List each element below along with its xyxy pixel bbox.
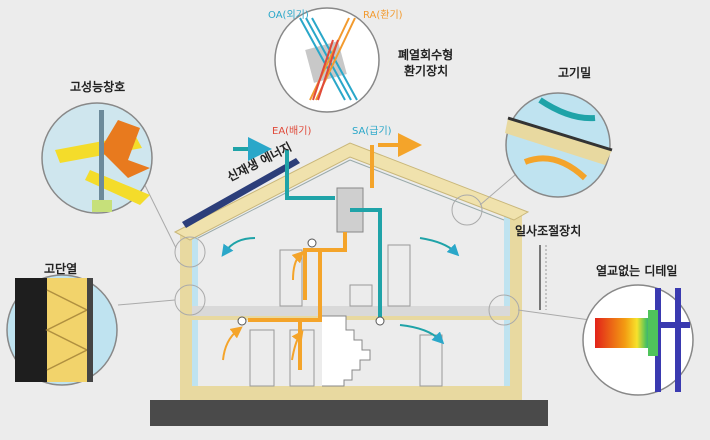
insulation-detail-circle <box>6 274 118 386</box>
label-oa: OA(외기) <box>268 10 309 21</box>
exhaust-duct <box>248 133 422 370</box>
thermal-bridge-detail-circle <box>582 284 694 396</box>
window-detail-circle <box>41 102 153 214</box>
airtight-detail-circle <box>505 92 613 198</box>
label-hrv-line2: 환기장치 <box>404 64 449 78</box>
foundation <box>150 400 548 426</box>
house-body <box>173 142 547 400</box>
label-thermal-bridge: 열교없는 디테일 <box>596 264 678 278</box>
label-hrv-line1: 폐열회수형 <box>398 48 454 62</box>
label-shading: 일사조절장치 <box>515 224 582 238</box>
label-airtight: 고기밀 <box>558 66 592 80</box>
label-ra: RA(환기) <box>363 10 403 21</box>
label-sa: SA(급기) <box>352 126 392 137</box>
supply-duct <box>233 137 382 320</box>
shading-device <box>539 245 547 310</box>
solar-panel <box>182 158 300 228</box>
label-insulation: 고단열 <box>44 262 78 276</box>
staircase <box>322 315 371 387</box>
hrv-detail-circle <box>274 7 380 113</box>
label-ea: EA(배기) <box>272 126 312 137</box>
label-window: 고성능창호 <box>70 80 126 94</box>
